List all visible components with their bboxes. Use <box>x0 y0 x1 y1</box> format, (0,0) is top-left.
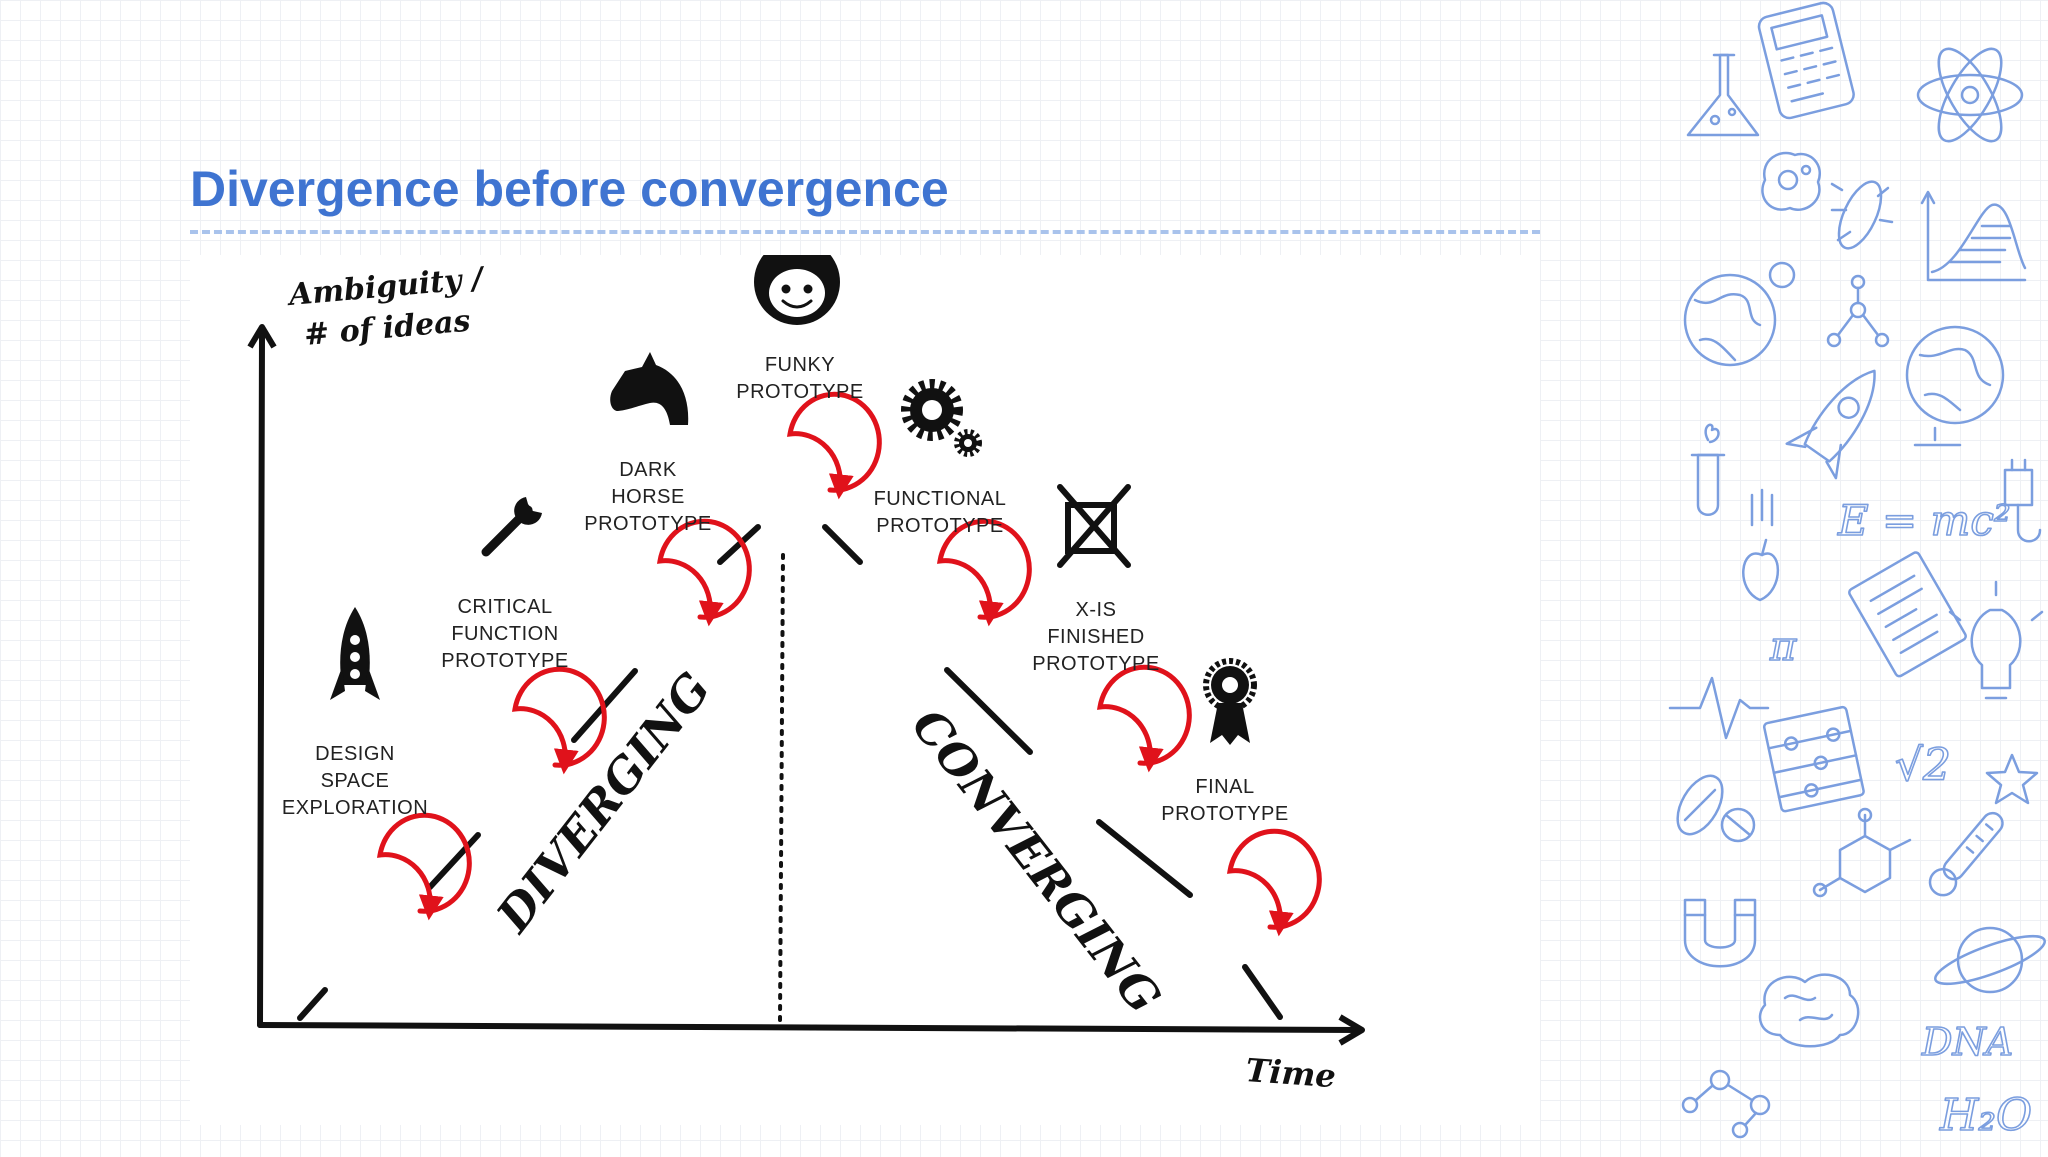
cycle-1 <box>376 812 472 921</box>
flask-icon <box>1686 53 1760 137</box>
pills-icon <box>1676 774 1756 843</box>
peak-divider <box>778 553 785 1022</box>
cycle-6 <box>1096 664 1192 773</box>
stage-label-line: PROTOTYPE <box>1161 803 1289 825</box>
falling-apple-icon <box>1742 488 1780 602</box>
x-axis-label: Time <box>1244 1051 1337 1095</box>
y-axis <box>257 332 265 1028</box>
stage-label-line: PROTOTYPE <box>736 381 864 403</box>
stage-label-line: SPACE <box>321 770 390 792</box>
stage-label-line: FUNKY <box>765 354 835 376</box>
desk-globe-icon <box>1905 325 2005 447</box>
x-axis <box>257 1022 1363 1033</box>
title-divider <box>190 230 1540 234</box>
light-bulb-icon <box>1948 580 2044 700</box>
sqrt-text: √2 <box>1895 740 1951 791</box>
brain-icon <box>1758 973 1860 1048</box>
bacteria-icon <box>1761 151 1821 211</box>
atom-icon <box>1916 47 2024 143</box>
stage-label-line: FUNCTIONAL <box>874 488 1007 510</box>
connector-lines <box>297 524 1283 1021</box>
gears-icon <box>901 379 982 457</box>
stage-label-line: CRITICAL <box>457 596 552 618</box>
stage-critical-function-prototype: CRITICAL FUNCTION PROTOTYPE <box>441 596 569 672</box>
thermometer-icon <box>1928 811 2004 897</box>
axes <box>247 324 1365 1046</box>
formula-text: E = mc² <box>1837 496 2011 545</box>
star-icon <box>1985 753 2039 805</box>
y-axis-label-line2: # of ideas <box>303 304 472 353</box>
stage-final-prototype: FINAL PROTOTYPE <box>1161 776 1289 825</box>
dna-text: DNA <box>1921 1020 2013 1064</box>
stage-label-line: DARK <box>619 459 677 481</box>
saturn-icon <box>1934 926 2046 994</box>
test-tube-icon <box>1690 423 1726 516</box>
cycle-3 <box>656 518 752 627</box>
cycle-2 <box>511 666 607 775</box>
diagram-panel: Ambiguity / # of ideas Time DIVERGING CO… <box>190 255 1540 1125</box>
stage-design-space-exploration: DESIGN SPACE EXPLORATION <box>282 743 428 819</box>
stage-label-line: FINAL <box>1195 776 1254 798</box>
graph-icon <box>1920 190 2027 282</box>
document-icon <box>1848 551 1967 678</box>
cycle-7 <box>1226 828 1322 937</box>
stage-x-is-finished-prototype: X-IS FINISHED PROTOTYPE <box>1032 599 1160 675</box>
y-axis-arrow <box>247 324 277 349</box>
stage-functional-prototype: FUNCTIONAL PROTOTYPE <box>874 488 1007 537</box>
cycle-5 <box>936 518 1032 627</box>
molecule-chain-icon <box>1681 1069 1771 1139</box>
slide-title: Divergence before convergence <box>190 161 949 217</box>
stage-label-line: PROTOTYPE <box>584 513 712 535</box>
microbe-icon <box>1830 180 1894 250</box>
rocket-doodle-icon <box>1785 369 1876 480</box>
benzene-icon <box>1812 807 1912 898</box>
stage-label-line: PROTOTYPE <box>876 515 1004 537</box>
stage-dark-horse-prototype: DARK HORSE PROTOTYPE <box>584 459 712 535</box>
stage-label-line: HORSE <box>611 486 685 508</box>
heartbeat-icon <box>1668 676 1770 740</box>
divergence-convergence-diagram: Ambiguity / # of ideas Time DIVERGING CO… <box>247 255 1365 1095</box>
converging-label: CONVERGING <box>901 699 1171 1024</box>
crossed-box-icon <box>1057 484 1131 568</box>
plug-icon <box>2003 458 2042 543</box>
wrench-icon <box>481 497 542 557</box>
stage-label-line: PROTOTYPE <box>1032 653 1160 675</box>
molecule-icon <box>1826 274 1890 348</box>
stage-funky-prototype: FUNKY PROTOTYPE <box>736 354 864 403</box>
stage-label-line: FINISHED <box>1047 626 1144 648</box>
stage-label-line: PROTOTYPE <box>441 650 569 672</box>
magnet-icon <box>1683 898 1757 968</box>
water-formula-text: H₂O <box>1939 1090 2032 1141</box>
abacus-icon <box>1762 705 1865 813</box>
globe-icon <box>1683 261 1796 367</box>
funky-face-icon <box>754 255 840 325</box>
x-axis-arrow <box>1338 1014 1365 1046</box>
stage-label-line: FUNCTION <box>451 623 558 645</box>
stage-label-line: DESIGN <box>315 743 395 765</box>
horse-icon <box>610 352 689 425</box>
stage-label-line: X-IS <box>1076 599 1117 621</box>
award-ribbon-icon <box>1203 658 1257 745</box>
science-doodle-panel: E = mc² π √2 DNA H₂O <box>1660 0 2048 1152</box>
calculator-icon <box>1757 1 1855 120</box>
stage-label-line: EXPLORATION <box>282 797 428 819</box>
cycle-4 <box>786 391 882 500</box>
pi-text: π <box>1769 624 1797 670</box>
rocket-icon <box>330 607 380 700</box>
